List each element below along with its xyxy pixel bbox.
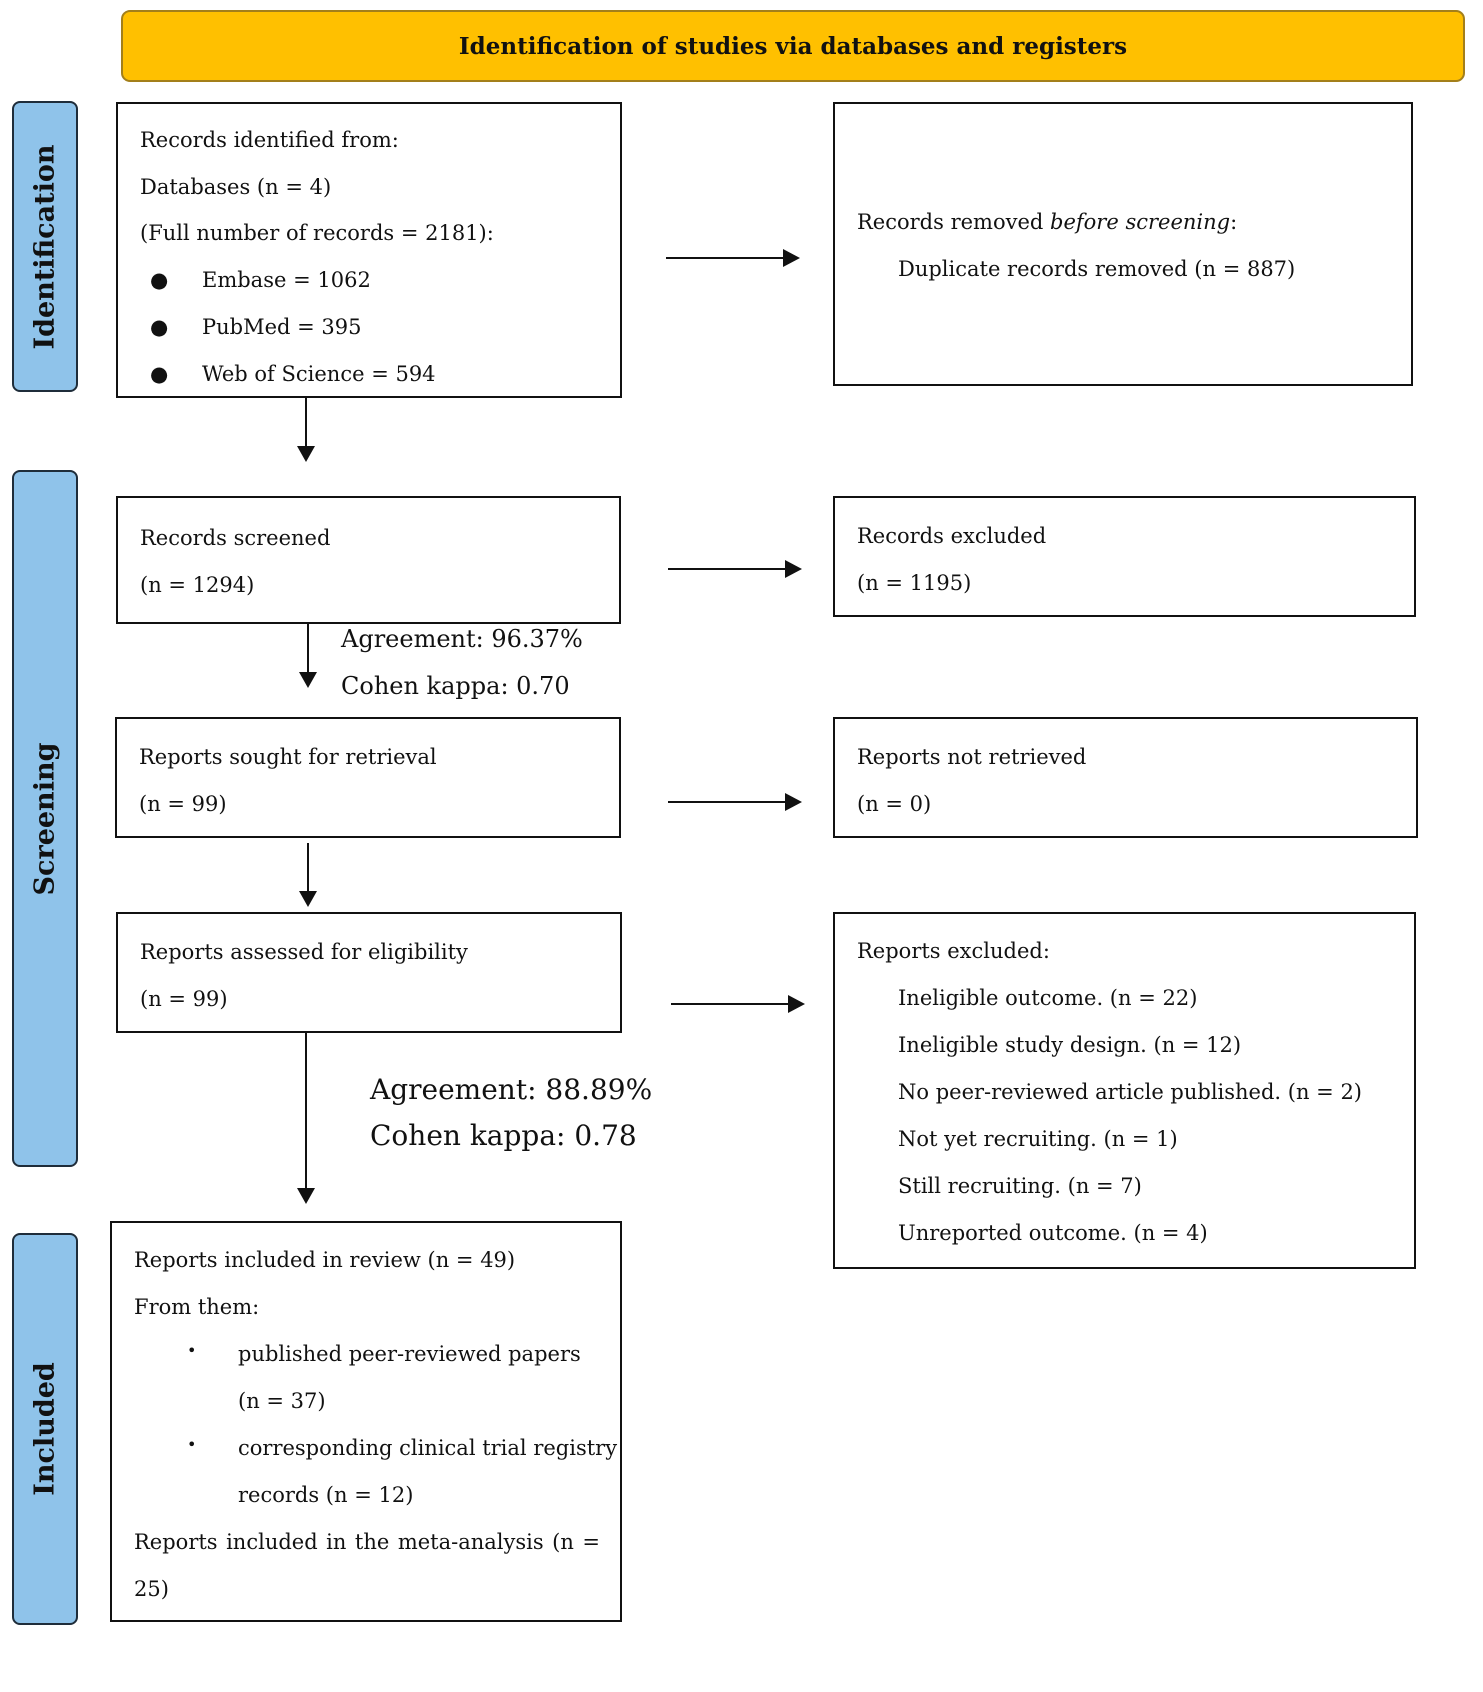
reports-excluded-box: Reports excluded: Ineligible outcome. (n… xyxy=(833,912,1416,1269)
stage-identification: Identification xyxy=(12,101,78,392)
arrow-right-1 xyxy=(666,249,800,267)
reports-not-retrieved-title: Reports not retrieved xyxy=(857,745,1087,769)
reports-sought-n: (n = 99) xyxy=(139,792,227,816)
exclusion-reason: No peer-reviewed article published. (n =… xyxy=(898,1080,1362,1104)
duplicates-removed: Duplicate records removed (n = 887) xyxy=(898,257,1296,281)
records-identified-title: Records identified from: xyxy=(140,128,399,152)
arrow-down-2 xyxy=(299,624,317,688)
records-screened-box: Records screened (n = 1294) xyxy=(116,496,621,624)
reports-included-box: Reports included in review (n = 49) From… xyxy=(110,1221,622,1622)
included-item-papers-n: (n = 37) xyxy=(238,1389,326,1413)
records-identified-box: Records identified from: Databases (n = … xyxy=(116,102,622,398)
bullet-icon: • xyxy=(187,1435,197,1454)
stage-identification-label: Identification xyxy=(29,144,61,349)
source-web-of-science: Web of Science = 594 xyxy=(202,362,436,386)
stage-screening-label: Screening xyxy=(29,742,61,895)
exclusion-reason: Ineligible study design. (n = 12) xyxy=(898,1033,1242,1057)
bullet-icon: ● xyxy=(150,362,169,386)
records-excluded-box: Records excluded (n = 1195) xyxy=(833,496,1416,617)
source-embase: Embase = 1062 xyxy=(202,268,371,292)
reports-excluded-title: Reports excluded: xyxy=(857,939,1050,963)
reports-sought-title: Reports sought for retrieval xyxy=(139,745,437,769)
bullet-icon: • xyxy=(187,1341,197,1360)
bullet-icon: ● xyxy=(150,268,169,292)
arrow-right-2 xyxy=(668,560,802,578)
records-screened-title: Records screened xyxy=(140,526,331,550)
reports-assessed-box: Reports assessed for eligibility (n = 99… xyxy=(116,912,622,1033)
records-removed-title: Records removed before screening: xyxy=(857,210,1238,234)
included-item-papers: published peer-reviewed papers xyxy=(238,1342,581,1366)
meta-analysis-line: Reports included in the meta-analysis (n… xyxy=(134,1530,600,1554)
included-item-registry-n: records (n = 12) xyxy=(238,1483,414,1507)
reports-assessed-n: (n = 99) xyxy=(140,987,228,1011)
header-title: Identification of studies via databases … xyxy=(458,32,1128,60)
agreement-screening: Agreement: 96.37% xyxy=(341,625,583,653)
reports-included-title: Reports included in review (n = 49) xyxy=(134,1248,516,1272)
stage-screening: Screening xyxy=(12,470,78,1167)
exclusion-reason: Still recruiting. (n = 7) xyxy=(898,1174,1142,1198)
records-screened-n: (n = 1294) xyxy=(140,573,255,597)
full-records-count: (Full number of records = 2181): xyxy=(140,221,494,245)
kappa-eligibility: Cohen kappa: 0.78 xyxy=(370,1119,637,1152)
arrow-right-4 xyxy=(671,995,805,1013)
exclusion-reason: Not yet recruiting. (n = 1) xyxy=(898,1127,1178,1151)
reports-sought-box: Reports sought for retrieval (n = 99) xyxy=(115,717,621,838)
header-banner: Identification of studies via databases … xyxy=(121,10,1465,82)
arrow-down-1 xyxy=(297,398,315,462)
from-them-label: From them: xyxy=(134,1295,260,1319)
reports-not-retrieved-n: (n = 0) xyxy=(857,792,932,816)
records-excluded-n: (n = 1195) xyxy=(857,571,972,595)
included-item-registry: corresponding clinical trial registry xyxy=(238,1436,618,1460)
exclusion-reason: Unreported outcome. (n = 4) xyxy=(898,1221,1208,1245)
meta-analysis-n: 25) xyxy=(134,1577,169,1601)
records-excluded-title: Records excluded xyxy=(857,524,1047,548)
agreement-eligibility: Agreement: 88.89% xyxy=(370,1073,653,1106)
source-pubmed: PubMed = 395 xyxy=(202,315,362,339)
bullet-icon: ● xyxy=(150,315,169,339)
arrow-right-3 xyxy=(668,793,802,811)
databases-count: Databases (n = 4) xyxy=(140,175,332,199)
arrow-down-3 xyxy=(299,843,317,907)
kappa-screening: Cohen kappa: 0.70 xyxy=(341,672,570,700)
stage-included-label: Included xyxy=(29,1362,61,1496)
arrow-down-4 xyxy=(297,1033,315,1204)
stage-included: Included xyxy=(12,1233,78,1625)
records-removed-box: Records removed before screening: Duplic… xyxy=(833,102,1413,386)
exclusion-reason: Ineligible outcome. (n = 22) xyxy=(898,986,1198,1010)
reports-not-retrieved-box: Reports not retrieved (n = 0) xyxy=(833,717,1418,838)
reports-assessed-title: Reports assessed for eligibility xyxy=(140,940,468,964)
